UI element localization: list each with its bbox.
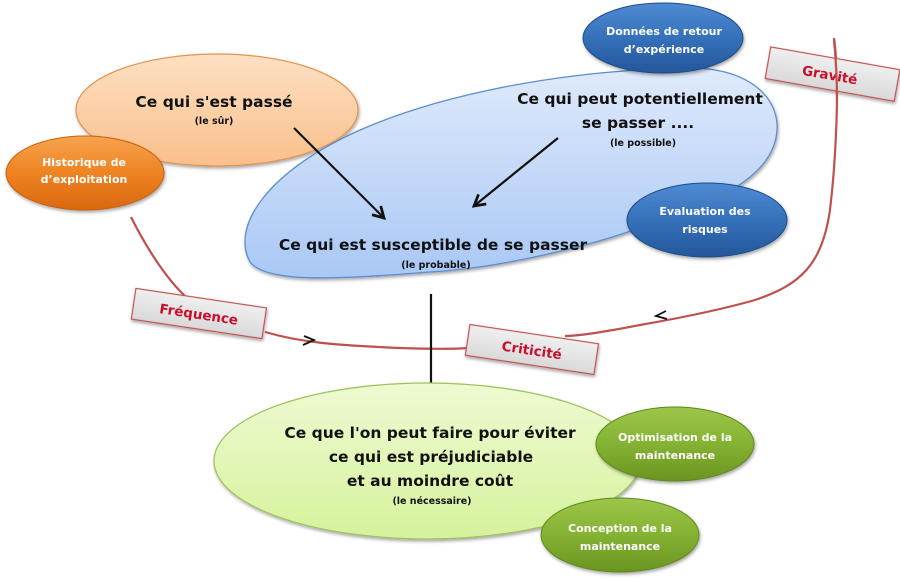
pill-historique-line1: Historique de: [42, 156, 126, 169]
node-necessaire-line1: Ce que l'on peut faire pour éviter: [284, 424, 576, 442]
node-passe-subtitle: (le sûr): [195, 116, 234, 127]
pill-conception-line1: Conception de la: [568, 522, 672, 535]
pill-conception-line2: maintenance: [580, 540, 660, 553]
node-potentiel-subtitle: (le possible): [610, 138, 676, 149]
pill-evaluation-line1: Evaluation des: [659, 205, 751, 218]
pill-evaluation: Evaluation des risques: [626, 182, 788, 258]
node-necessaire-subtitle: (le nécessaire): [392, 496, 471, 507]
label-gravite: Gravité: [764, 46, 900, 102]
pill-donnees: Données de retour d’expérience: [582, 2, 744, 74]
node-necessaire-line3: et au moindre coût: [347, 472, 514, 490]
node-probable-subtitle: (le probable): [401, 260, 470, 271]
pill-donnees-line2: d’expérience: [624, 43, 704, 56]
pill-historique-line2: d’exploitation: [41, 173, 128, 186]
pill-donnees-line1: Données de retour: [606, 25, 722, 38]
pill-evaluation-line2: risques: [682, 223, 728, 236]
node-passe: Ce qui s'est passé (le sûr): [75, 53, 359, 167]
node-passe-title: Ce qui s'est passé: [135, 93, 292, 111]
pill-optimisation: Optimisation de la maintenance: [595, 406, 755, 482]
arrow-passe-to-probable: [293, 127, 386, 220]
node-probable-title: Ce qui est susceptible de se passer: [279, 236, 588, 254]
arrow-potentiel-to-probable: [471, 137, 559, 208]
pill-conception: Conception de la maintenance: [540, 497, 700, 573]
node-potentiel-line1: Ce qui peut potentiellement: [517, 90, 763, 108]
pill-optimisation-line2: maintenance: [635, 449, 715, 462]
label-criticite: Criticité: [464, 323, 600, 376]
node-necessaire-line2: ce qui est préjudiciable: [329, 448, 533, 466]
gravite-curve-overlay: [832, 39, 839, 101]
frequence-arrow-icon: [302, 335, 317, 346]
pill-optimisation-line1: Optimisation de la: [618, 431, 732, 444]
node-potentiel-line2: se passer ....: [582, 114, 694, 132]
node-necessaire: Ce que l'on peut faire pour éviter ce qu…: [213, 382, 641, 540]
pill-historique: Historique de d’exploitation: [5, 135, 165, 211]
gravite-arrow-icon: [653, 310, 668, 320]
label-frequence: Fréquence: [130, 287, 268, 340]
frequence-curve: [130, 216, 469, 350]
gravite-curve: [564, 37, 839, 338]
